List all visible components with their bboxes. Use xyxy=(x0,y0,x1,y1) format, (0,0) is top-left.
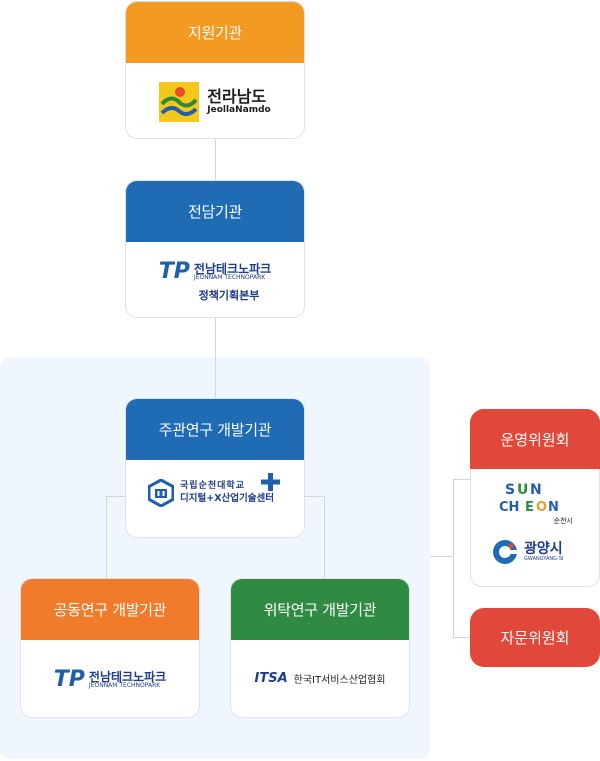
dedicated-agency-title: 전담기관 xyxy=(126,181,304,242)
connector-lead-left xyxy=(106,496,126,497)
joint-technopark-name-eng: JEONNAM TECHNOPARK xyxy=(88,681,161,689)
jeollanamdo-logo: 전라남도 JeollaNamdo xyxy=(126,82,304,122)
support-agency-title: 지원기관 xyxy=(126,2,304,63)
jeollanamdo-name-kor: 전라남도 xyxy=(207,87,267,107)
joint-research-card: 공동연구 개발기관 TP 전남테크노파크 JEONNAM TECHNOPARK xyxy=(20,578,200,718)
joint-technopark-name-kor: 전남테크노파크 xyxy=(88,669,167,684)
suncheon-univ-digital-center-logo: 국립순천대학교 디지털+X산업기술센터 xyxy=(126,473,304,507)
svg-text:CH: CH xyxy=(499,500,519,515)
center-name: 디지털+X산업기술센터 xyxy=(180,492,274,504)
svg-text:N: N xyxy=(530,482,542,498)
university-name: 국립순천대학교 xyxy=(180,481,245,492)
gwangyang-name-eng: GWANGYANG-SI xyxy=(524,555,564,562)
support-agency-card: 지원기관 전라남도 JeollaNamdo xyxy=(125,1,305,139)
technopark-mark-icon: TP xyxy=(158,259,190,284)
gwangyang-logo: 광양시 GWANGYANG-SI xyxy=(491,538,564,566)
jeollanamdo-emblem-icon xyxy=(159,82,200,122)
suncheon-name-kor: 순천시 xyxy=(553,517,573,525)
steering-committee-header: 운영위원회 xyxy=(470,409,600,469)
connector-to-joint xyxy=(106,496,107,578)
university-hexagon-icon xyxy=(148,479,175,507)
svg-text:O: O xyxy=(536,500,547,515)
lead-research-title: 주관연구 개발기관 xyxy=(126,399,304,460)
connector-dedicated-lead xyxy=(215,318,216,398)
connector-to-advisory xyxy=(453,637,471,638)
technopark-division: 정책기획본부 xyxy=(198,289,260,302)
joint-technopark-mark-icon: TP xyxy=(53,667,85,692)
gwangyang-name-kor: 광양시 xyxy=(524,540,563,557)
advisory-committee: 자문위원회 xyxy=(470,608,600,667)
itsa-mark-icon: ITSA xyxy=(254,671,288,686)
plus-icon xyxy=(260,473,280,491)
svg-text:U: U xyxy=(517,482,528,498)
itsa-logo: ITSA 한국IT서비스산업협회 xyxy=(231,671,409,686)
technopark-name-eng: JEONNAM TECHNOPARK xyxy=(193,273,266,281)
connector-committees-vertical xyxy=(453,479,454,637)
technopark-name-kor: 전남테크노파크 xyxy=(193,261,272,276)
itsa-name-kor: 한국IT서비스산업협회 xyxy=(293,675,386,686)
gwangyang-emblem-icon xyxy=(493,540,517,564)
consigned-research-card: 위탁연구 개발기관 ITSA 한국IT서비스산업협회 xyxy=(230,578,410,718)
svg-text:E: E xyxy=(525,500,534,515)
joint-technopark-logo: TP 전남테크노파크 JEONNAM TECHNOPARK xyxy=(21,667,199,692)
svg-text:S: S xyxy=(505,482,515,498)
steering-committee-card: S U N CH E O N 순천시 광양시 GWANGYANG-SI xyxy=(470,448,600,587)
joint-research-title: 공동연구 개발기관 xyxy=(21,579,199,640)
connector-support-dedicated xyxy=(215,139,216,180)
connector-to-steering xyxy=(453,479,471,480)
jeollanamdo-name-eng: JeollaNamdo xyxy=(207,104,271,115)
lead-research-card: 주관연구 개발기관 국립순천대학교 디지털+X산업기술센터 xyxy=(125,398,305,538)
dedicated-agency-card: 전담기관 TP 전남테크노파크 JEONNAM TECHNOPARK 정책기획본… xyxy=(125,180,305,318)
connector-region-committees xyxy=(430,556,454,557)
suncheon-logo: S U N CH E O N 순천시 xyxy=(499,480,573,525)
svg-text:N: N xyxy=(548,500,559,515)
connector-to-consigned xyxy=(324,496,325,578)
suncheon-wordmark-icon: S U N CH E O N xyxy=(499,482,559,515)
jeonnam-technopark-logo: TP 전남테크노파크 JEONNAM TECHNOPARK 정책기획본부 xyxy=(126,259,304,303)
consigned-research-title: 위탁연구 개발기관 xyxy=(231,579,409,640)
connector-lead-right xyxy=(305,496,325,497)
